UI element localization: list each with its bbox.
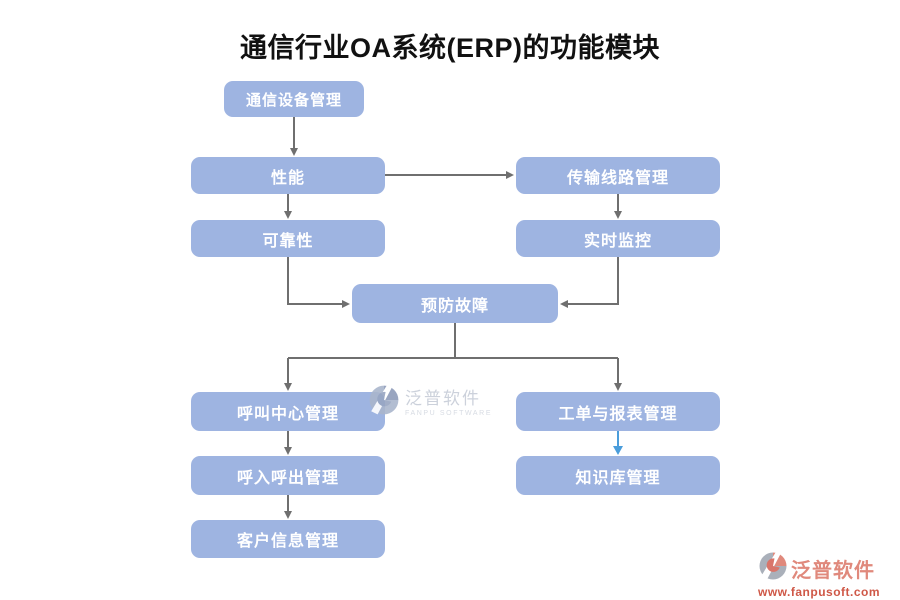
node-realtime-monitoring: 实时监控	[516, 220, 720, 257]
edge-device-to-performance	[290, 117, 298, 156]
node-performance: 性能	[191, 157, 385, 194]
node-customer-info-mgmt: 客户信息管理	[191, 520, 385, 558]
node-communication-device-mgmt: 通信设备管理	[224, 81, 364, 117]
edge-prevention-branch	[284, 323, 622, 391]
edge-reliability-to-prevention	[287, 257, 350, 308]
node-knowledge-base-mgmt: 知识库管理	[516, 456, 720, 495]
corner-watermark-brand: 泛普软件	[791, 560, 875, 582]
corner-watermark: 泛普软件 www.fanpusoft.com	[758, 551, 880, 599]
node-call-center-mgmt: 呼叫中心管理	[191, 392, 385, 431]
node-reliability: 可靠性	[191, 220, 385, 257]
center-watermark: 泛普软件 FANPU SOFTWARE	[368, 384, 492, 421]
edge-transmission-to-monitoring	[614, 194, 622, 219]
edge-performance-to-reliability	[284, 194, 292, 219]
node-fault-prevention: 预防故障	[352, 284, 558, 323]
node-inbound-outbound-mgmt: 呼入呼出管理	[191, 456, 385, 495]
edge-monitoring-to-prevention	[560, 257, 619, 308]
center-watermark-subtitle: FANPU SOFTWARE	[405, 410, 493, 417]
fanpu-logo-icon	[758, 551, 788, 586]
edge-callcenter-to-inout	[284, 431, 292, 455]
page-title: 通信行业OA系统(ERP)的功能模块	[240, 33, 660, 63]
fanpu-logo-icon	[368, 384, 400, 421]
node-transmission-line-mgmt: 传输线路管理	[516, 157, 720, 194]
edge-performance-to-transmission	[385, 171, 514, 179]
corner-watermark-url: www.fanpusoft.com	[758, 585, 881, 599]
node-work-order-report-mgmt: 工单与报表管理	[516, 392, 720, 431]
edge-inout-to-customer	[284, 495, 292, 519]
edge-workorder-to-knowledge	[613, 431, 623, 455]
center-watermark-brand: 泛普软件	[405, 389, 481, 408]
